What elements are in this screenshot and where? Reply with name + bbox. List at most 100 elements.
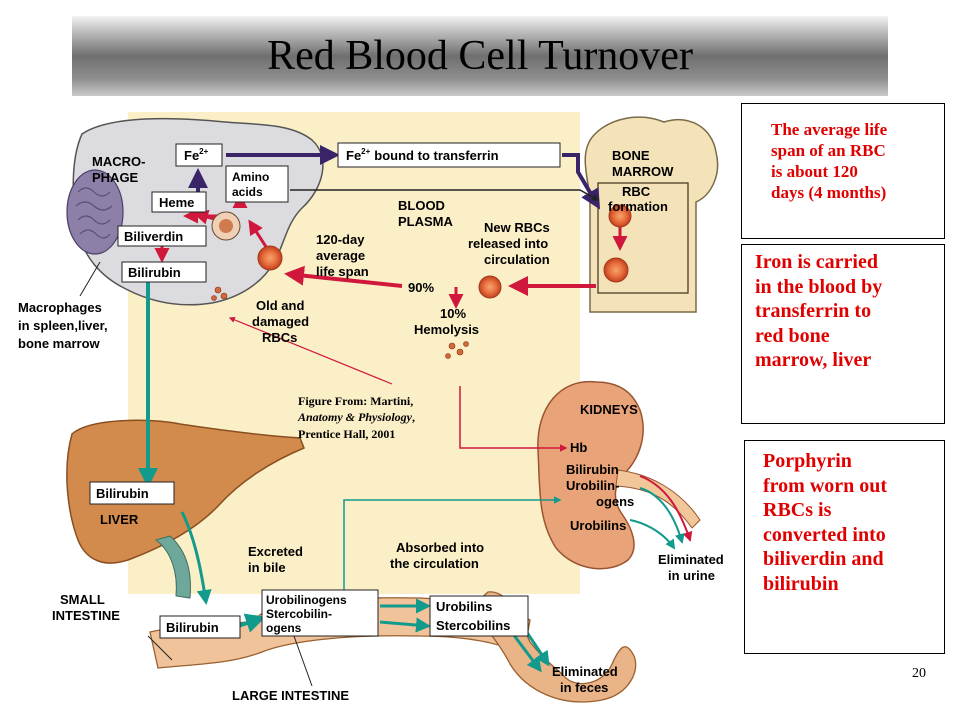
porphyrin-note-line-6: bilirubin [763,572,839,595]
intestine-stercobilins-label: Stercobilins [436,618,510,633]
svg-text:New RBCs: New RBCs [484,220,550,235]
iron-note-line-5: marrow, liver [755,349,872,372]
svg-text:Stercobilin-: Stercobilin- [266,607,332,621]
intestine-urobilins-label: Urobilins [436,599,492,614]
liver-bilirubin-box [89,481,175,505]
heme-box [151,191,207,213]
small-intestine-label-1: SMALL [60,592,105,607]
heme-label: Heme [159,195,194,210]
absorbed-label-1: Absorbed into [396,540,484,555]
old-rbcs-label-3: RBCs [262,330,297,345]
svg-text:formation: formation [608,199,668,214]
svg-text:RBCs: RBCs [262,330,297,345]
lifespan-label-1: 120-day [316,232,365,247]
svg-text:circulation: circulation [484,252,550,267]
svg-text:bone marrow: bone marrow [18,336,101,351]
iron-note-line-2: in the blood by [755,275,883,298]
intestine-urobilinogens-label-1: Urobilinogens [266,593,347,607]
svg-text:Amino: Amino [232,170,269,184]
bone-marrow-label-1: BONE [612,148,650,163]
macrophage-label-1: MACRO- [92,154,145,169]
title-bar: Red Blood Cell Turnover [72,16,888,96]
fe2-transferrin-fe: Fe [346,148,361,163]
eliminated-feces-label-1: Eliminated [552,664,618,679]
iron-note-line-4: red bone [755,324,830,347]
rbc-formation-label-2: formation [608,199,668,214]
svg-text:average: average [316,248,365,263]
kidney-urobilins-label: Urobilins [570,518,626,533]
porphyrin-note-line-5: biliverdin and [763,548,884,571]
svg-text:BONE: BONE [612,148,650,163]
kidney [537,380,644,570]
liver-label: LIVER [100,512,139,527]
svg-text:Eliminated: Eliminated [658,552,724,567]
liver-bilirubin-label: Bilirubin [96,486,149,501]
svg-text:Urobilin-: Urobilin- [566,478,619,493]
svg-text:Eliminated: Eliminated [552,664,618,679]
svg-text:120-day: 120-day [316,232,365,247]
svg-text:in feces: in feces [560,680,608,695]
svg-text:ogens: ogens [266,621,302,635]
bone-marrow [584,116,719,313]
amino-acids-line2: acids [232,185,263,199]
fe2-box [175,143,223,167]
fe2-transferrin-label: bound to transferrin [374,148,498,163]
porphyrin-note-line-2: from worn out [763,474,888,497]
intestine-bilirubin-label: Bilirubin [166,620,219,635]
svg-text:damaged: damaged [252,314,309,329]
svg-text:Urobilinogens: Urobilinogens [266,593,347,607]
intestine-urobilinogens-box [261,589,379,637]
svg-text:Absorbed into: Absorbed into [396,540,484,555]
kidney-bilirubin-label: Bilirubin [566,462,619,477]
rbc-cell [257,245,283,271]
svg-text:SMALL: SMALL [60,592,105,607]
bilirubin-label: Bilirubin [128,265,181,280]
absorbed-label-2: the circulation [390,556,479,571]
svg-text:Hemolysis: Hemolysis [414,322,479,337]
large-intestine-label: LARGE INTESTINE [232,688,349,703]
biliverdin-label: Biliverdin [124,229,183,244]
intestine-bilirubin-box [159,615,241,639]
svg-text:life span: life span [316,264,369,279]
new-rbcs-label-3: circulation [484,252,550,267]
fe2-label: Fe2+ [184,147,209,163]
biliverdin-box [117,225,207,247]
hemolysis-label-2: Hemolysis [414,322,479,337]
kidney-urobilinogens-label-2: ogens [596,494,634,509]
bilirubin-box [121,261,207,283]
pct-90-label: 90% [408,280,434,295]
liver [66,419,305,564]
svg-text:10%: 10% [440,306,466,321]
lifespan-note-line-2: span of an RBC [771,140,886,160]
svg-text:the circulation: the circulation [390,556,479,571]
macrophages-in-label-3: bone marrow [18,336,101,351]
svg-text:released into: released into [468,236,548,251]
iron-note: Iron is carried in the blood by transfer… [741,244,945,424]
hb-label: Hb [570,440,587,455]
svg-text:BLOOD: BLOOD [398,198,445,213]
small-intestine-label-2: INTESTINE [52,608,120,623]
macrophages-in-label-1: Macrophages [18,300,102,315]
excreted-label-2: in bile [248,560,286,575]
blood-plasma-label-2: PLASMA [398,214,454,229]
kidney-urobilinogens-label-1: Urobilin- [566,478,619,493]
new-rbcs-label-2: released into [468,236,548,251]
svg-text:MARROW: MARROW [612,164,674,179]
fe2-transferrin-box [337,142,561,168]
macrophages-in-label-2: in spleen,liver, [18,318,108,333]
porphyrin-note-line-1: Porphyrin [763,450,852,472]
lifespan-note-line-3: is about 120 [771,161,858,181]
svg-text:in spleen,liver,: in spleen,liver, [18,318,108,333]
eliminated-feces-label-2: in feces [560,680,608,695]
svg-text:Fe2+bound to transferrin: Fe2+bound to transferrin [346,147,499,163]
svg-text:PHAGE: PHAGE [92,170,139,185]
intestine-urobilins-box [429,595,529,637]
figure-credit: Figure From: Martini, Anatomy & Physiolo… [298,393,415,442]
old-rbcs-label-1: Old and [256,298,304,313]
blood-plasma-label-1: BLOOD [398,198,445,213]
lifespan-note-line-4: days (4 months) [771,182,887,202]
page-number: 20 [912,666,926,681]
lifespan-label-3: life span [316,264,369,279]
rbc-cell [603,257,629,283]
iron-note-line-1: Iron is carried [755,251,878,273]
